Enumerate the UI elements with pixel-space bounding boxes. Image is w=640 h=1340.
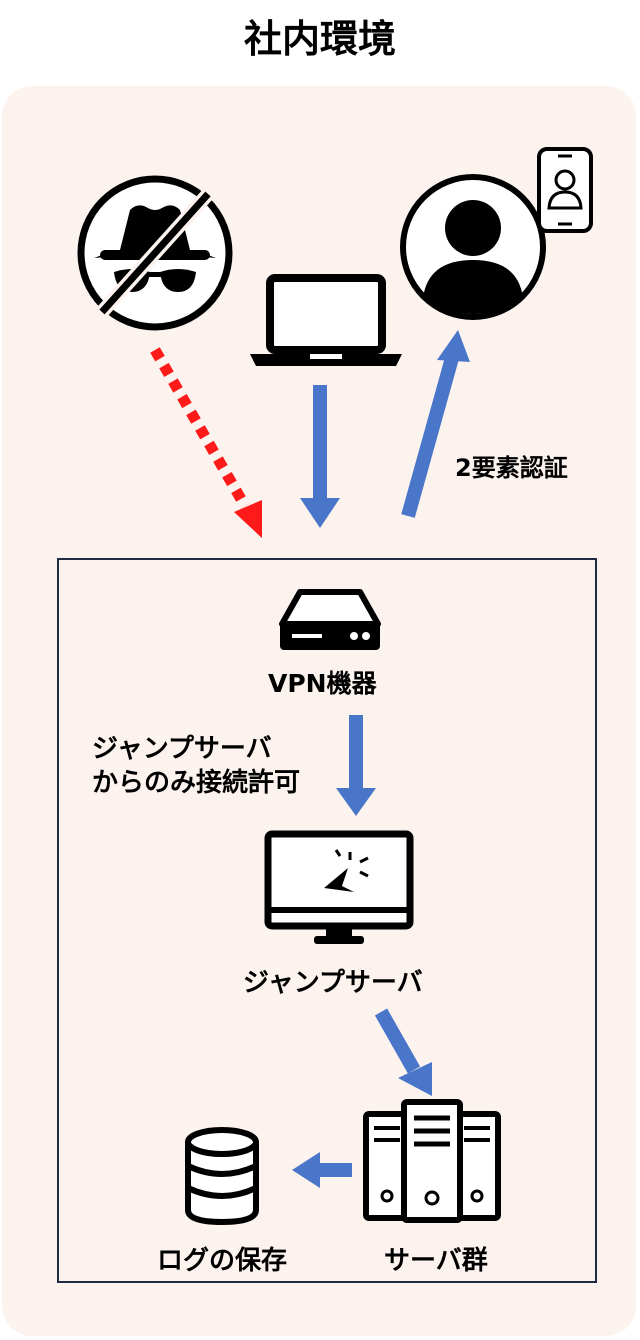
monitor-cursor-icon [264, 830, 414, 944]
smartphone-user-icon [537, 147, 593, 233]
servers-to-log-arrow [292, 1152, 352, 1188]
hacker-blocked-icon [77, 175, 233, 331]
two-factor-arrow [401, 330, 470, 518]
two-factor-label: 2要素認証 [455, 454, 568, 482]
internal-network-box [57, 558, 597, 1283]
jump-to-servers-arrow [374, 1008, 432, 1096]
server-group-label: サーバ群 [384, 1246, 488, 1276]
blocked-attack-arrow [150, 347, 262, 538]
database-icon [185, 1127, 259, 1226]
laptop-to-vpn-arrow [300, 385, 340, 528]
access-note-line1: ジャンプサーバ [92, 734, 272, 764]
jump-server-label: ジャンプサーバ [243, 968, 423, 998]
vpn-to-jump-arrow [336, 715, 376, 816]
vpn-appliance-icon [279, 589, 381, 650]
page-title: 社内環境 [243, 17, 396, 61]
access-note-line2: からのみ接続許可 [92, 768, 301, 798]
vpn-label: VPN機器 [268, 669, 377, 698]
server-rack-icon [363, 1099, 501, 1223]
user-icon [400, 174, 546, 320]
log-storage-label: ログの保存 [157, 1246, 288, 1276]
laptop-icon [250, 274, 402, 366]
